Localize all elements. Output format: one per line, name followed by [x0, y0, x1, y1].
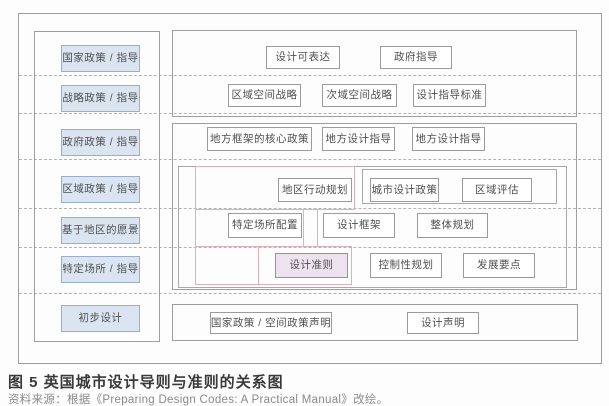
stage-box-regional: 区域政策 / 指导 — [61, 176, 140, 203]
mid-right-panel — [172, 123, 577, 290]
stage-box-site-specific: 特定场所 / 指导 — [61, 256, 140, 283]
flow-box: 地方框架的核心政策 — [207, 127, 312, 151]
stage-box-strategic: 战略政策 / 指导 — [61, 85, 140, 112]
figure-caption: 图 5 英国城市设计导则与准则的关系图 — [8, 374, 284, 391]
stage-box-national: 国家政策 / 指导 — [61, 45, 140, 72]
dashed-separator — [19, 293, 601, 294]
flow-box: 地区行动规划 — [278, 178, 352, 202]
left-column-panel — [34, 31, 160, 342]
figure-source: 资料来源：根据《Preparing Design Codes: A Practi… — [8, 394, 389, 406]
dashed-separator — [19, 75, 601, 76]
stage-box-government: 政府政策 / 指导 — [61, 129, 140, 156]
flow-box: 地方设计指导 — [412, 127, 485, 151]
flow-box: 地方设计指导 — [322, 127, 395, 151]
dashed-separator — [19, 113, 601, 114]
stage-box-area-vision: 基于地区的愿景 — [61, 217, 140, 244]
bottom-right-panel — [172, 304, 578, 341]
flow-box: 设计可表达 — [266, 46, 340, 69]
flow-box: 整体规划 — [417, 213, 488, 238]
flow-box: 设计声明 — [407, 312, 479, 334]
flow-box: 设计框架 — [323, 213, 395, 238]
top-right-panel — [172, 30, 577, 117]
nested-panel — [178, 166, 567, 288]
flow-box: 设计指导标准 — [413, 84, 486, 107]
flow-box: 控制性规划 — [370, 253, 442, 278]
dashed-separator — [19, 159, 601, 160]
flow-box: 政府指导 — [380, 46, 452, 69]
policy-subgroup-panel — [362, 169, 557, 204]
flow-box: 特定场所配置 — [228, 213, 302, 238]
flow-box: 次域空间战略 — [322, 84, 397, 107]
stage-box-initial-design: 初步设计 — [61, 305, 140, 332]
flow-box: 国家政策 / 空间政策声明 — [210, 312, 332, 334]
design-code-box: 设计准则 — [275, 253, 348, 278]
flow-box: 区域评估 — [462, 178, 532, 202]
flow-box: 城市设计政策 — [370, 178, 439, 202]
figure-frame — [18, 13, 602, 364]
flow-box: 区域空间战略 — [228, 84, 301, 107]
flow-box: 发展要点 — [463, 253, 535, 278]
